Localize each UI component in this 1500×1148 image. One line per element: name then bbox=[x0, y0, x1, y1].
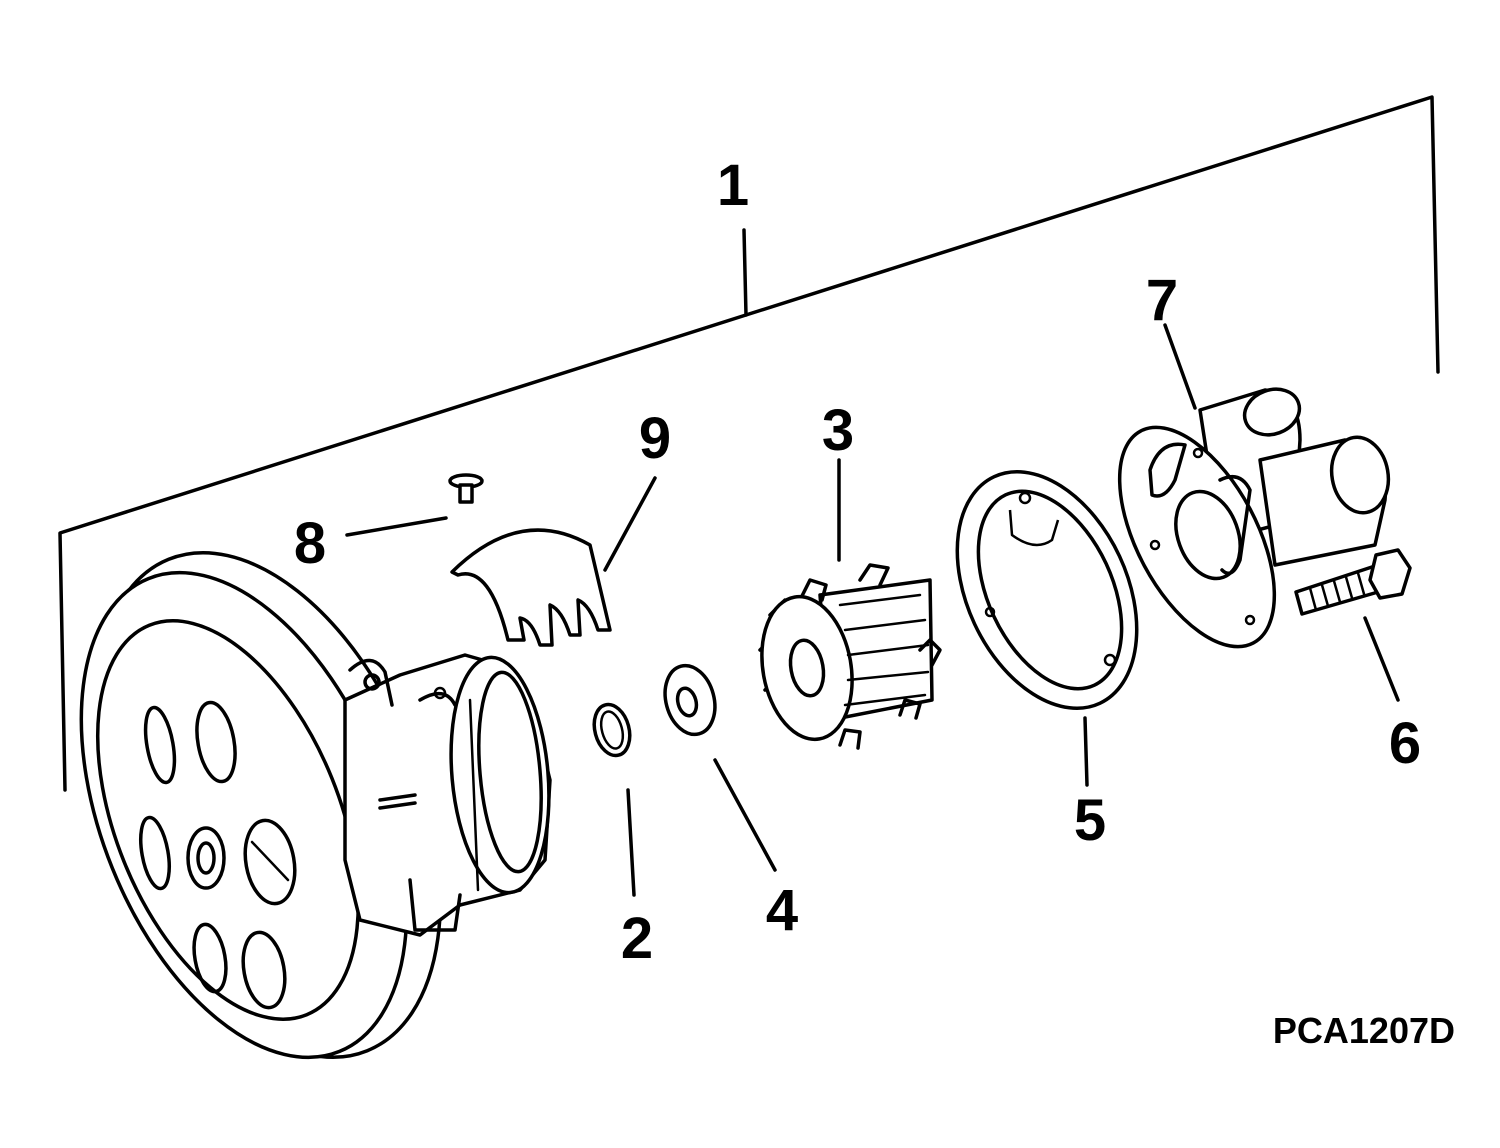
callout-labels: 1 2 3 4 5 6 7 8 9 bbox=[294, 153, 1421, 971]
o-ring bbox=[592, 702, 632, 758]
screw bbox=[448, 473, 484, 504]
callout-7: 7 bbox=[1146, 268, 1178, 333]
figure-code: PCA1207D bbox=[1273, 1010, 1455, 1051]
callout-3: 3 bbox=[822, 398, 854, 463]
pump-body bbox=[343, 653, 552, 937]
gasket bbox=[955, 470, 1139, 710]
callout-1: 1 bbox=[717, 153, 749, 218]
callout-2: 2 bbox=[621, 906, 653, 971]
callout-5: 5 bbox=[1074, 788, 1106, 853]
assembly-bracket bbox=[58, 95, 1440, 792]
callout-8: 8 bbox=[294, 511, 326, 576]
seal-washer bbox=[663, 663, 717, 737]
callout-6: 6 bbox=[1389, 711, 1421, 776]
leader-lines bbox=[345, 323, 1400, 897]
callout-4: 4 bbox=[766, 878, 798, 943]
impeller bbox=[758, 563, 942, 750]
pulley bbox=[79, 551, 443, 1060]
bolt bbox=[1294, 548, 1412, 616]
wear-plate bbox=[450, 528, 612, 647]
pump-cover bbox=[1117, 387, 1391, 649]
callout-9: 9 bbox=[639, 406, 671, 471]
